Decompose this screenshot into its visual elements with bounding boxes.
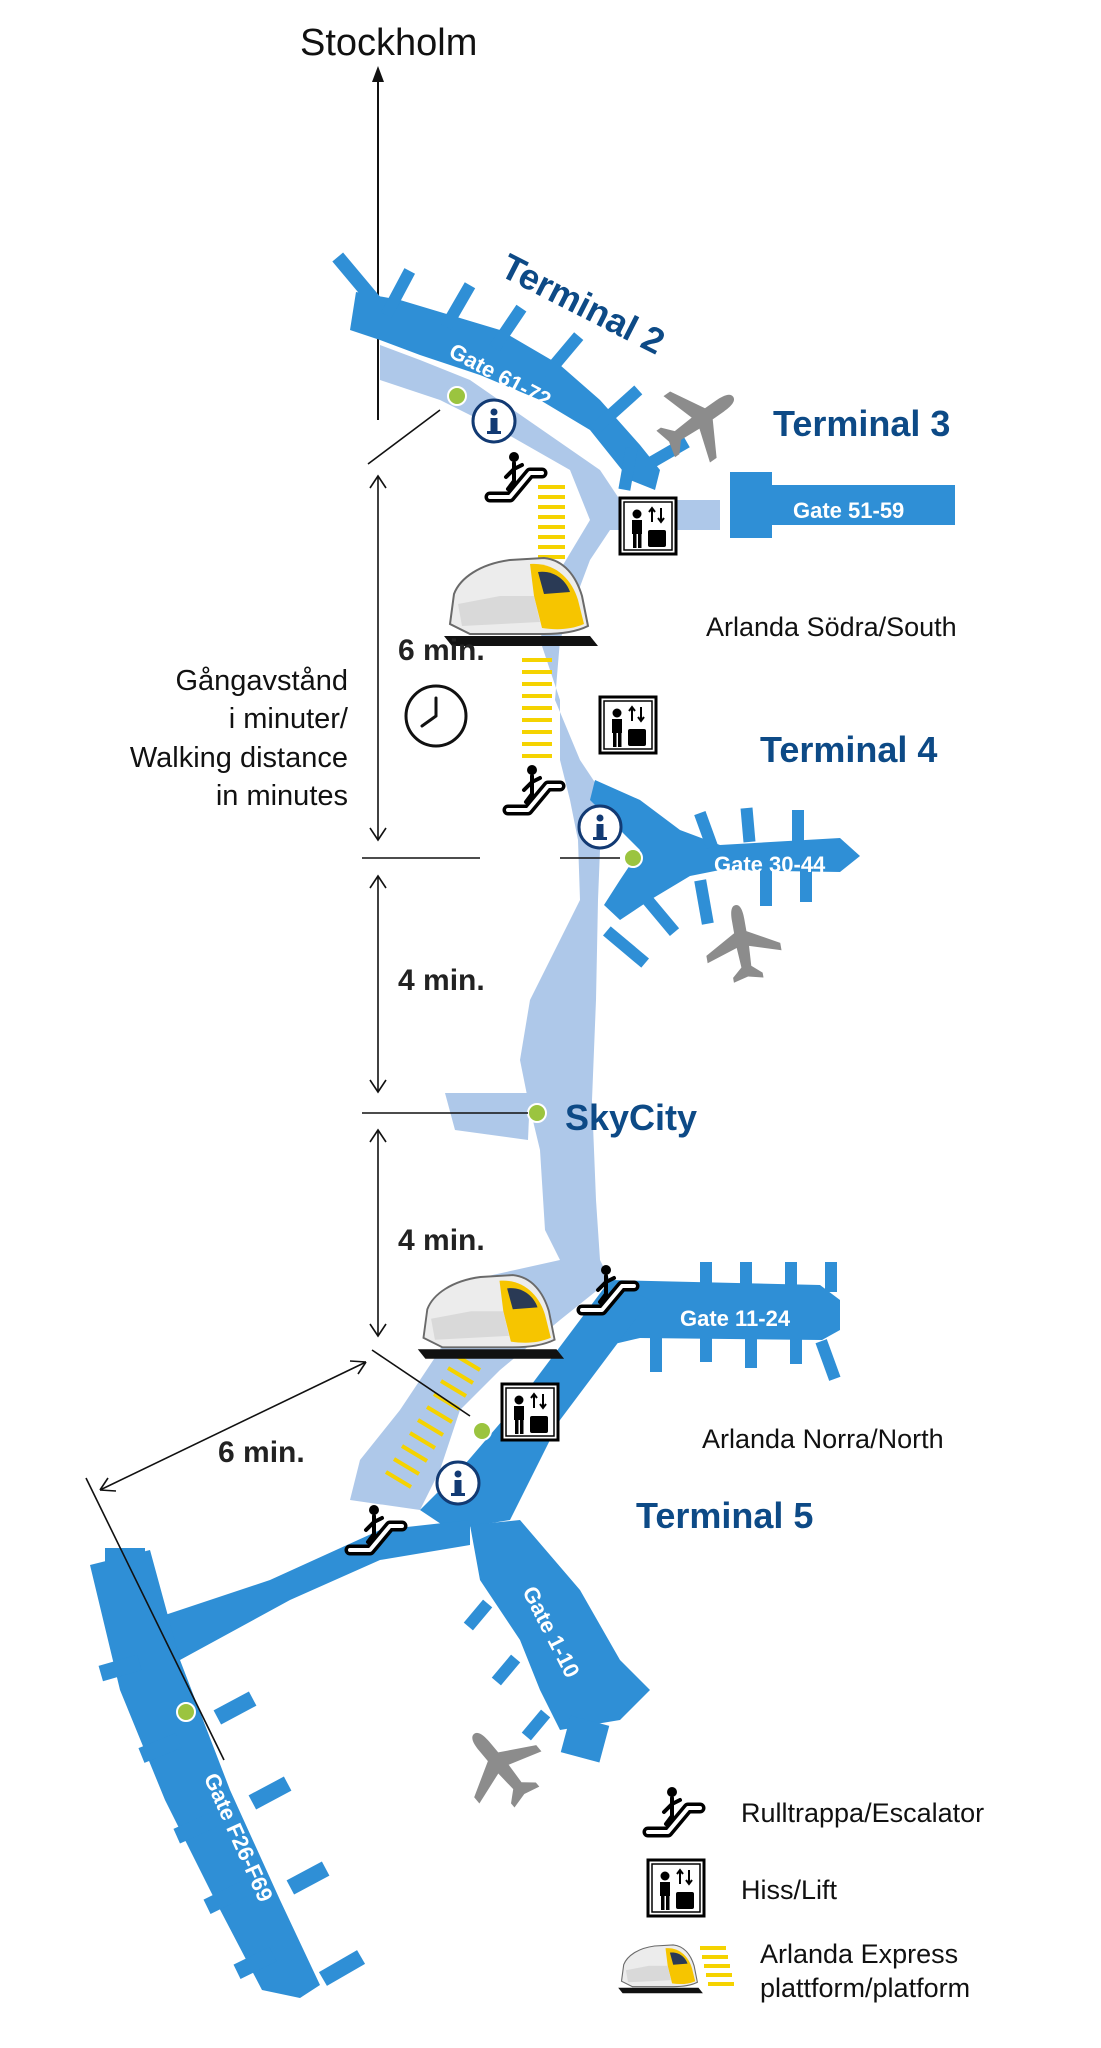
terminal-4-area <box>590 780 860 968</box>
info-icon <box>471 398 517 444</box>
walking-line-4: in minutes <box>215 779 348 812</box>
corridor <box>350 345 720 1510</box>
walking-time-3: 4 min. <box>398 1224 485 1257</box>
lift-icon <box>618 496 678 556</box>
walking-time-2: 4 min. <box>398 964 485 997</box>
legend-escalator: Rulltrappa/Escalator <box>741 1798 985 1828</box>
escalator-icon <box>490 452 542 497</box>
info-icon <box>435 1460 481 1506</box>
gate-51-59-label: Gate 51-59 <box>793 498 905 523</box>
legend-express: Arlanda Express plattform/platform <box>760 1938 970 2006</box>
gate-30-44-label: Gate 30-44 <box>714 852 826 877</box>
terminal-5-label: Terminal 5 <box>636 1495 814 1536</box>
escalator-icon <box>648 1787 700 1832</box>
walking-line-3: Walking distance <box>129 741 348 774</box>
terminal-2-3-area <box>332 252 955 538</box>
platform-stripes <box>384 485 565 1489</box>
walking-line-2: i minuter/ <box>228 703 348 736</box>
lift-icon <box>598 695 658 755</box>
stockholm-label: Stockholm <box>300 22 478 64</box>
arlanda-south-label: Arlanda Södra/South <box>706 612 957 642</box>
stockholm-arrow <box>372 66 384 420</box>
lift-icon <box>500 1382 560 1442</box>
arlanda-north-label: Arlanda Norra/North <box>702 1424 944 1454</box>
legend-express-line-1: Arlanda Express <box>760 1939 959 1969</box>
legend-lift: Hiss/Lift <box>741 1875 838 1905</box>
location-dots <box>176 386 643 1722</box>
clock-icon <box>404 684 468 748</box>
platform-icon <box>698 1946 736 1986</box>
walking-distance-title: Gångavstånd i minuter/ Walking distance … <box>48 662 348 815</box>
info-icon <box>577 804 623 850</box>
terminal-3-label: Terminal 3 <box>773 403 951 444</box>
legend-express-line-2: plattform/platform <box>760 1972 971 2003</box>
lift-icon <box>646 1858 706 1918</box>
terminal-4-label: Terminal 4 <box>760 729 938 770</box>
gate-11-24-label: Gate 11-24 <box>680 1306 791 1331</box>
walking-line-1: Gångavstånd <box>175 665 348 697</box>
skycity-label: SkyCity <box>565 1097 698 1138</box>
walking-time-1: 6 min. <box>398 634 485 667</box>
train-icon <box>617 1944 704 1994</box>
terminal-5-area <box>90 1262 841 1998</box>
escalator-icon <box>508 765 560 810</box>
walking-distance-guides <box>85 409 620 1761</box>
walking-time-4: 6 min. <box>218 1436 305 1469</box>
